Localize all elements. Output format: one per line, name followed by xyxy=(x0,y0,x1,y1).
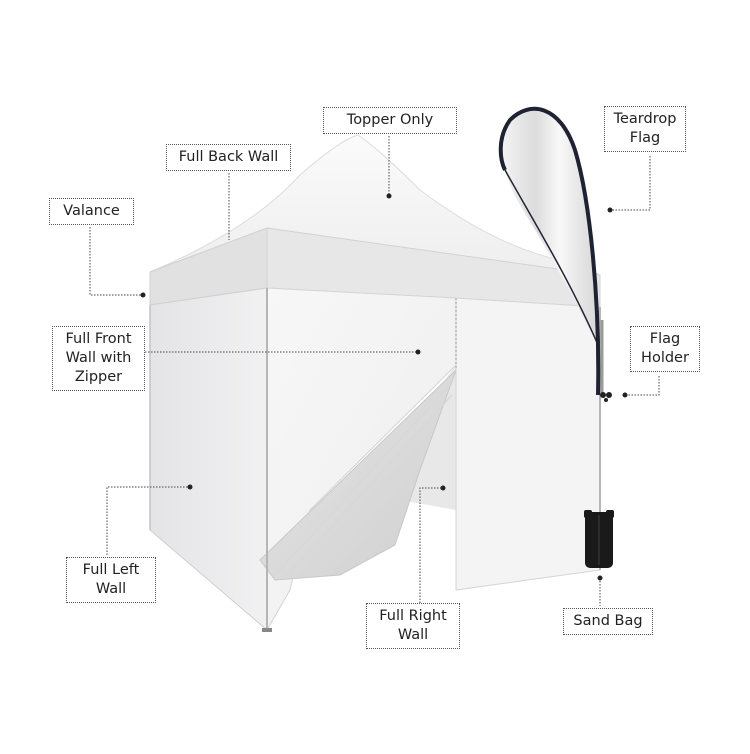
label-full-left-wall: Full Left Wall xyxy=(66,557,156,603)
valance-band xyxy=(149,227,601,308)
label-text: Wall xyxy=(95,581,127,597)
label-valance: Valance xyxy=(49,198,134,225)
label-text: Valance xyxy=(63,203,120,219)
label-text: Full Right xyxy=(379,608,447,624)
label-topper-only: Topper Only xyxy=(323,107,457,134)
sand-bag-graphic xyxy=(584,510,614,568)
label-text: Full Back Wall xyxy=(178,149,279,165)
teardrop-flag-graphic xyxy=(498,106,604,396)
label-full-right-wall: Full Right Wall xyxy=(366,603,460,649)
label-text: Holder xyxy=(641,350,689,366)
label-text: Wall with xyxy=(65,350,132,366)
label-text: Topper Only xyxy=(346,112,434,128)
label-full-back-wall: Full Back Wall xyxy=(166,144,291,171)
front-wall-flap xyxy=(259,369,457,581)
leader-lines xyxy=(89,136,660,606)
label-text: Full Left xyxy=(82,562,140,578)
flag-holder-graphic xyxy=(600,392,612,402)
label-sand-bag: Sand Bag xyxy=(563,608,653,635)
label-full-front-wall: Full Front Wall with Zipper xyxy=(52,326,145,391)
label-text: Sand Bag xyxy=(573,613,643,629)
left-wall xyxy=(149,287,268,632)
label-flag-holder: Flag Holder xyxy=(630,326,700,372)
label-text: Flag xyxy=(649,331,681,347)
label-text: Wall xyxy=(397,627,429,643)
front-wall-right xyxy=(455,297,601,591)
label-text: Full Front xyxy=(65,331,132,347)
label-teardrop-flag: Teardrop Flag xyxy=(604,106,686,152)
leader-dots xyxy=(140,193,628,581)
label-text: Zipper xyxy=(74,369,123,385)
label-text: Flag xyxy=(629,130,661,146)
label-text: Teardrop xyxy=(613,111,677,127)
